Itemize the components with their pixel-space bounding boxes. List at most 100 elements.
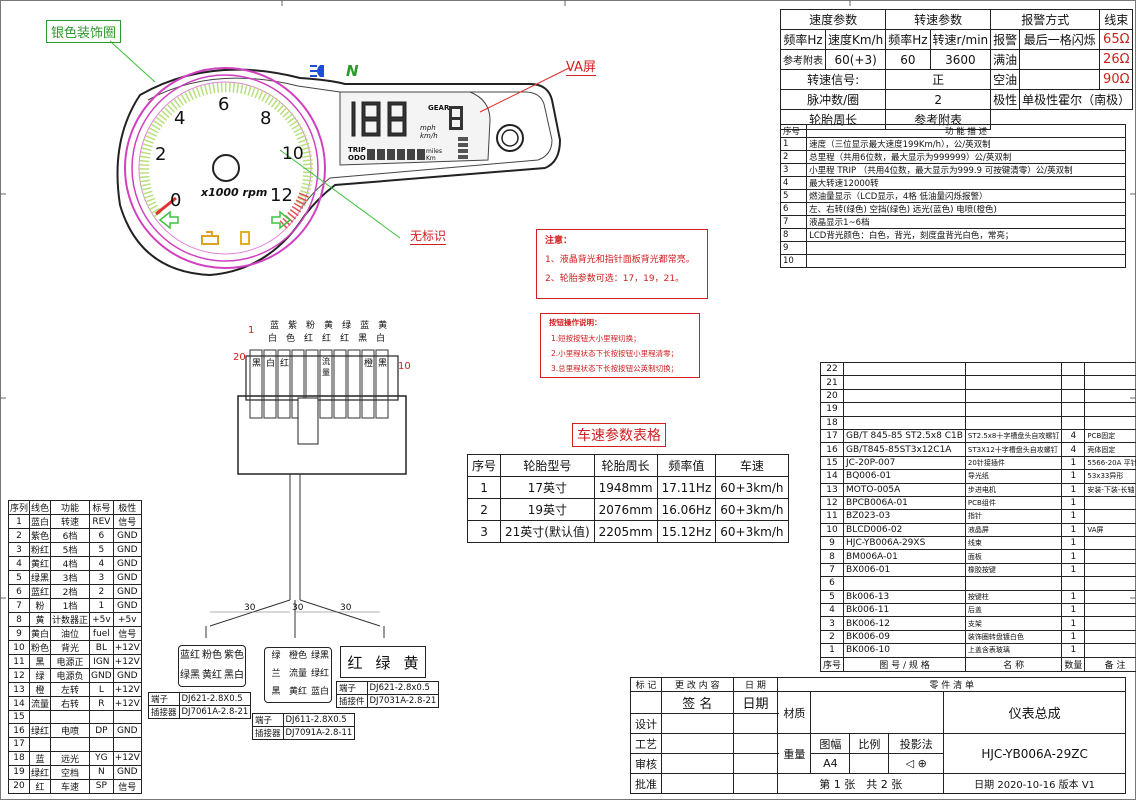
wire-cell: 2档: [50, 584, 91, 599]
speed-cell: 60+3km/h: [715, 476, 789, 499]
wire-cell: [112, 709, 142, 725]
wire-cell: [89, 737, 114, 752]
spec-cell: 空油: [990, 69, 1021, 90]
silver-ring-label: 银色装饰圈: [46, 20, 122, 43]
wire-cell: N: [89, 764, 114, 780]
tb-label: 材质: [777, 691, 812, 734]
wire-cell: 流量: [29, 696, 52, 711]
wire-cell: 18: [7, 750, 31, 766]
feature-desc: [806, 254, 1126, 268]
wire-cell: 9: [7, 626, 31, 641]
wire-cell: 20: [7, 778, 31, 794]
wire-cell: +5v: [89, 612, 114, 627]
title-block: 标 记 更 改 内 容 日 期 零 件 清 单 签 名 日期 材质 仪表总成 设…: [630, 677, 1126, 794]
wire-cell: 绿: [29, 668, 52, 683]
wire-cell: 橙: [29, 682, 52, 697]
speed-header: 车速: [715, 454, 789, 477]
pin-label: 黑: [378, 359, 388, 369]
wire-color-label: 红: [322, 334, 332, 344]
wire-color-label: 白: [376, 334, 386, 344]
bom-cell: BK006-10: [843, 643, 966, 658]
bom-cell: [843, 415, 966, 430]
bom-cell: 19: [819, 402, 845, 417]
wire-cell: 1档: [50, 598, 91, 613]
bom-cell: [843, 375, 966, 390]
wire-color-label: 红: [304, 334, 314, 344]
projection-symbol-icon: ◁ ⊕: [888, 753, 945, 774]
speed-cell: 60+3km/h: [715, 520, 789, 543]
bom-cell: [1061, 361, 1086, 377]
spec-header: 速度参数: [779, 9, 887, 30]
pin-label: [336, 356, 346, 378]
wire-cell: GND: [112, 556, 142, 571]
high-beam-icon: [310, 65, 324, 77]
bom-cell: Bk006-13: [843, 589, 966, 605]
tb-label: 设计: [630, 713, 662, 734]
wire-cell: 6: [89, 528, 114, 543]
wire-cell: YG: [89, 750, 114, 766]
bom-row: 21: [819, 375, 1136, 390]
speed-cell: 1: [466, 476, 502, 499]
bom-cell: [843, 402, 966, 417]
bom-cell: 橡胶按键: [964, 562, 1063, 578]
wire-color-label: 黄: [378, 321, 388, 331]
spec-cell: 65Ω: [1099, 29, 1134, 50]
wire-color-label: 粉: [306, 321, 316, 331]
bom-cell: 20针接插件: [964, 455, 1063, 471]
spec-header: 转速参数: [885, 9, 992, 30]
spec-cell: 2: [885, 89, 992, 110]
wire-header: 功能: [50, 500, 91, 515]
wire-cell: 12: [7, 668, 31, 683]
tick-label: 10: [282, 144, 304, 164]
button-notes-title: 按钮操作说明：: [549, 318, 602, 327]
spec-cell: [1019, 49, 1101, 70]
fuel-icon: [240, 231, 250, 245]
wire-cell: 4: [7, 556, 31, 571]
bom-cell: BK006-09: [843, 629, 966, 645]
wire-cell: 4档: [50, 556, 91, 571]
plug-pin: 绿: [271, 651, 281, 661]
wire-cell: 电喷: [50, 723, 91, 739]
bom-cell: [964, 375, 1063, 390]
connector-drawing: [205, 349, 407, 638]
feature-number: 6: [779, 202, 808, 216]
speed-cell: 17.11Hz: [656, 476, 717, 499]
bom-cell: [1061, 375, 1086, 390]
bom-cell: 9: [819, 536, 845, 551]
wire-cell: DP: [89, 723, 114, 739]
spec-cell: 60: [885, 49, 931, 70]
wire-cell: 空档: [50, 764, 91, 780]
wire-cell: REV: [89, 514, 114, 529]
connector-pin-20: 20: [233, 352, 246, 363]
drawing-number: HJC-YB006A-29ZC: [943, 733, 1126, 774]
spec-cell: 极性: [990, 89, 1021, 110]
bom-cell: [964, 361, 1063, 377]
bom-cell: 装饰圈转盘镀白色: [964, 629, 1063, 645]
wire-cell: SP: [89, 778, 114, 794]
tb-label: 比例: [849, 733, 890, 754]
wire-cell: +12V: [112, 654, 142, 669]
wire-cell: GND: [112, 570, 142, 585]
parts-label: 插接器: [148, 705, 180, 719]
plug-pin: 绿黑: [310, 651, 329, 661]
wire-cell: 背光: [50, 640, 91, 655]
speed-table-title: 车速参数表格: [572, 423, 666, 447]
wire-row: 17: [7, 737, 142, 752]
wire-cell: 远光: [50, 750, 91, 766]
spec-cell: 脉冲数/圈: [779, 89, 887, 110]
plug-pin: 黑白: [224, 670, 244, 681]
pin-label: [308, 356, 318, 378]
speed-cell: 16.06Hz: [656, 498, 717, 521]
wire-cell: GND: [112, 764, 142, 780]
wire-color-label: 紫: [288, 321, 298, 331]
bom-cell: ST3X12十字槽盘头自攻螺钉: [964, 442, 1063, 457]
bom-cell: 1: [1061, 455, 1086, 471]
wire-cell: 左转: [50, 682, 91, 697]
tb-label: 日期: [974, 780, 995, 791]
